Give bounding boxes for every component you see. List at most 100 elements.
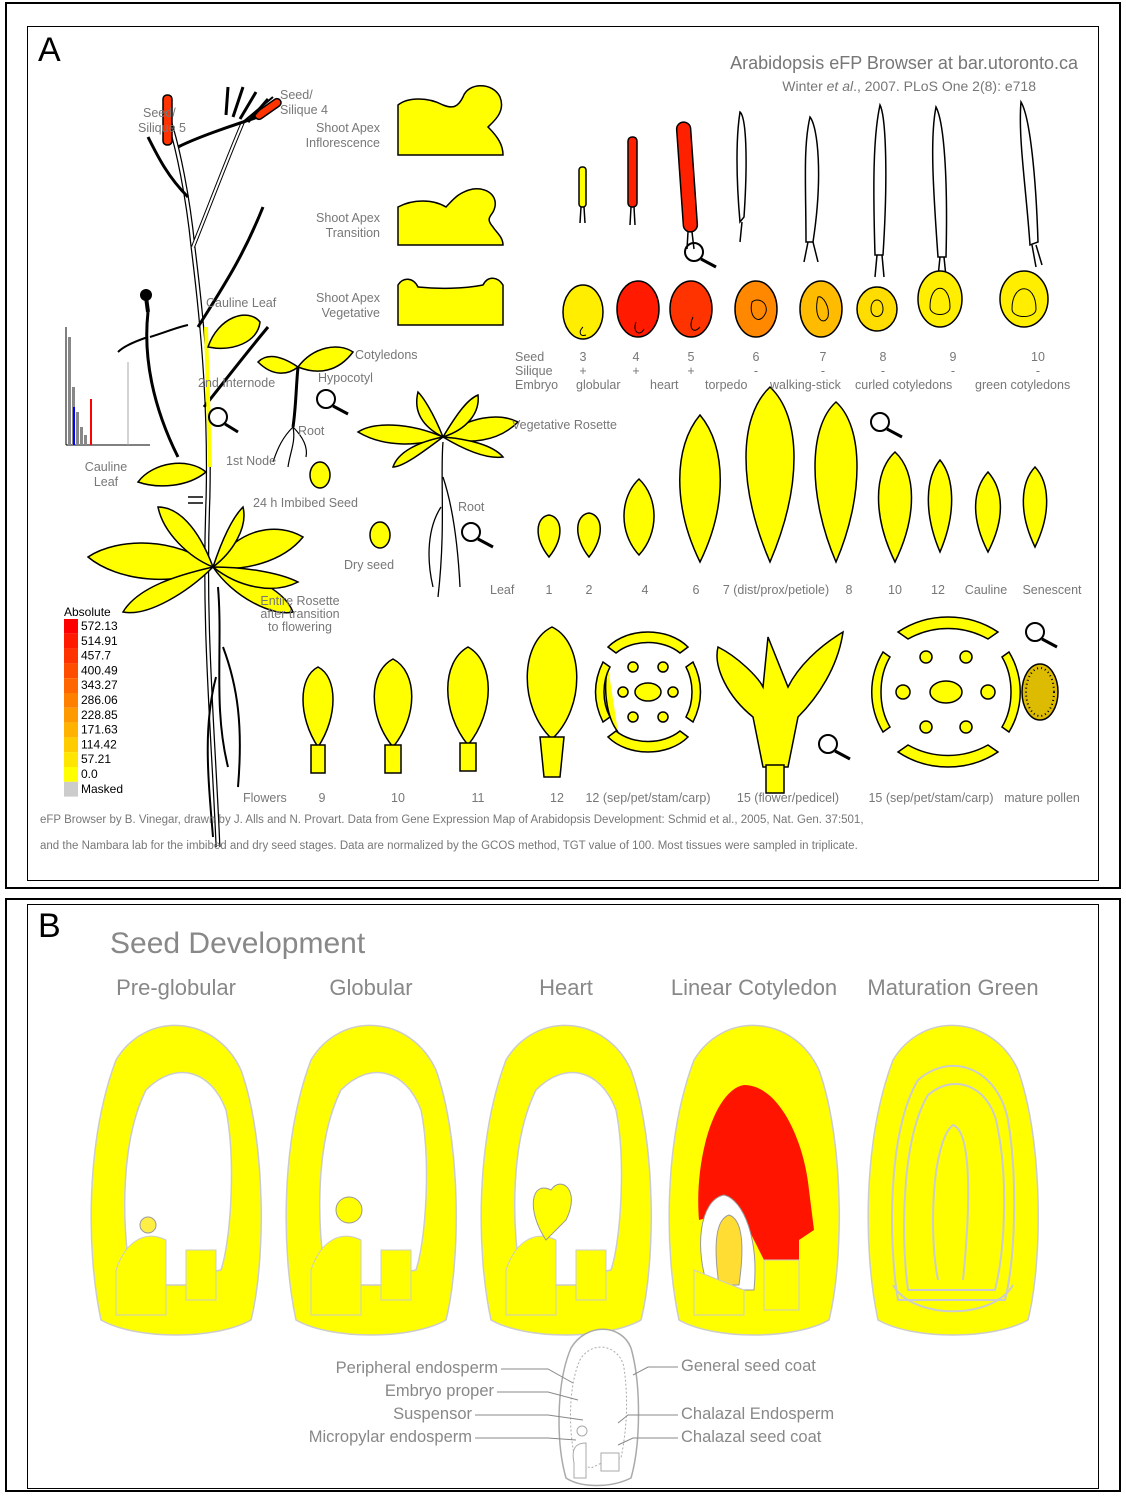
svg-text:Embryo: Embryo	[515, 378, 558, 392]
cauline-leaf-upper	[208, 315, 260, 348]
svg-text:Seed/Silique 5: Seed/Silique 5	[138, 106, 186, 135]
label-chalazal-seed-coat: Chalazal seed coat	[681, 1428, 822, 1446]
legend-swatch	[64, 723, 78, 738]
svg-text:9: 9	[319, 791, 326, 805]
magnifier-icon[interactable]	[209, 408, 238, 432]
legend-value: 400.49	[81, 663, 118, 677]
reference-seed-diagram	[559, 1329, 638, 1485]
svg-text:11: 11	[472, 791, 485, 805]
stage-label: Globular	[329, 975, 412, 1000]
svg-text:10: 10	[1031, 350, 1045, 364]
svg-text:6: 6	[753, 350, 760, 364]
svg-text:CaulineLeaf: CaulineLeaf	[85, 460, 127, 489]
svg-text:2: 2	[586, 583, 593, 597]
svg-text:-: -	[754, 364, 758, 378]
svg-text:and the Nambara lab for the im: and the Nambara lab for the imbibed and …	[40, 840, 858, 852]
efp-browser-view: Arabidopsis eFP Browser at bar.utoronto.…	[27, 26, 1099, 881]
legend-swatch	[64, 634, 78, 649]
svg-text:6: 6	[693, 583, 700, 597]
seed-linear-cotyledon	[669, 1025, 839, 1335]
magnifier-icon[interactable]	[871, 413, 902, 437]
stage-label: Maturation Green	[867, 975, 1038, 1000]
label-hypocotyl: Hypocotyl	[318, 371, 373, 385]
seed-development-diagram: Seed Development Pre-globular Globular H…	[28, 905, 1097, 1487]
leaf-row-labels: Leaf 1 2 4 6 7 (dist/prox/petiole) 8 10 …	[490, 583, 1082, 597]
silique-5-icon	[163, 95, 172, 145]
legend-title: Absolute	[64, 605, 111, 619]
svg-text:10: 10	[888, 583, 902, 597]
legend-swatch	[64, 619, 78, 634]
label-cauline-leaf-hist: Cauline	[85, 460, 127, 474]
svg-text:1: 1	[546, 583, 553, 597]
svg-text:Seed/Silique 4: Seed/Silique 4	[280, 88, 328, 117]
seedling	[258, 347, 353, 467]
efp-footer: eFP Browser by B. Vinegar, drawn by J. A…	[40, 814, 864, 852]
svg-text:-: -	[821, 364, 825, 378]
svg-text:Flowers: Flowers	[243, 791, 287, 805]
magnifier-icon[interactable]	[317, 390, 348, 414]
label-suspensor: Suspensor	[393, 1405, 472, 1423]
svg-text:walking-stick: walking-stick	[769, 378, 842, 392]
svg-text:12 (sep/pet/stam/carp): 12 (sep/pet/stam/carp)	[585, 791, 710, 805]
magnifier-icon[interactable]	[1026, 623, 1057, 647]
flower-row-labels: Flowers 9 10 11 12 12 (sep/pet/stam/carp…	[243, 791, 1080, 805]
shoot-apex-vegetative	[398, 278, 503, 325]
svg-text:7: 7	[820, 350, 827, 364]
seed-stage-table: Seed Silique Embryo 3 4 5 6 7 8 9 10 + +…	[515, 350, 1070, 392]
legend-value: 228.85	[81, 708, 118, 722]
label-root-rosette: Root	[458, 500, 485, 514]
label-dry-seed: Dry seed	[344, 558, 394, 572]
label-embryo-proper: Embryo proper	[385, 1382, 495, 1400]
svg-text:9: 9	[950, 350, 957, 364]
shoot-apex-transition	[398, 189, 503, 245]
label-2nd-internode: 2nd Internode	[198, 376, 275, 390]
flower-row	[303, 617, 1058, 793]
legend-swatch	[64, 737, 78, 752]
label-micropylar-endosperm: Micropylar endosperm	[309, 1428, 472, 1446]
efp-diagram: Arabidopsis eFP Browser at bar.utoronto.…	[28, 27, 1097, 879]
svg-text:15 (flower/pedicel): 15 (flower/pedicel)	[737, 791, 839, 805]
svg-text:+: +	[632, 364, 639, 378]
efp-title: Arabidopsis eFP Browser at bar.utoronto.…	[730, 53, 1079, 73]
label-imbibed-seed: 24 h Imbibed Seed	[253, 496, 358, 510]
magnifier-icon[interactable]	[819, 735, 850, 759]
legend-swatch	[64, 693, 78, 708]
magnifier-icon[interactable]	[685, 243, 716, 267]
seed-heart	[481, 1025, 651, 1335]
svg-text:Senescent: Senescent	[1022, 583, 1082, 597]
stage-labels: Pre-globular Globular Heart Linear Cotyl…	[116, 975, 1039, 1000]
svg-text:10: 10	[391, 791, 405, 805]
legend-swatch	[64, 708, 78, 723]
shoot-apex-inflorescence	[398, 86, 503, 155]
panel-label-a: A	[38, 31, 61, 70]
svg-text:Cauline: Cauline	[965, 583, 1007, 597]
dry-seed-icon	[370, 522, 390, 548]
label-shoot-apex-vegetative: Shoot Apex	[316, 291, 381, 305]
label-cauline-leaf: Cauline Leaf	[206, 296, 277, 310]
legend-value: 457.7	[81, 649, 111, 663]
svg-text:15 (sep/pet/stam/carp): 15 (sep/pet/stam/carp)	[868, 791, 993, 805]
stage-label: Pre-globular	[116, 975, 236, 1000]
svg-text:green cotyledons: green cotyledons	[975, 378, 1070, 392]
label-chalazal-endosperm: Chalazal Endosperm	[681, 1405, 834, 1423]
svg-text:Shoot ApexVegetative: Shoot ApexVegetative	[316, 291, 381, 320]
svg-text:curled cotyledons: curled cotyledons	[855, 378, 952, 392]
label-seed-silique4: Seed/	[280, 88, 313, 102]
imbibed-seed-icon	[310, 462, 330, 488]
seed-row	[563, 271, 1048, 339]
svg-text:12: 12	[931, 583, 945, 597]
svg-text:-: -	[951, 364, 955, 378]
expression-histogram	[66, 327, 150, 445]
svg-text:+: +	[579, 364, 586, 378]
efp-citation: Winter et al., 2007. PLoS One 2(8): e718	[782, 78, 1036, 94]
svg-text:globular: globular	[576, 378, 620, 392]
svg-text:12: 12	[550, 791, 564, 805]
panel-b: Seed Development Pre-globular Globular H…	[5, 898, 1121, 1492]
legend-value: Masked	[81, 782, 123, 796]
svg-text:7 (dist/prox/petiole): 7 (dist/prox/petiole)	[723, 583, 829, 597]
label-shoot-apex-inflorescence: Shoot Apex	[316, 121, 381, 135]
legend-value: 514.91	[81, 634, 118, 648]
label-entire-rosette: Entire Rosette	[260, 594, 339, 608]
label-seed-silique5: Seed/	[143, 106, 176, 120]
magnifier-icon[interactable]	[462, 523, 493, 547]
